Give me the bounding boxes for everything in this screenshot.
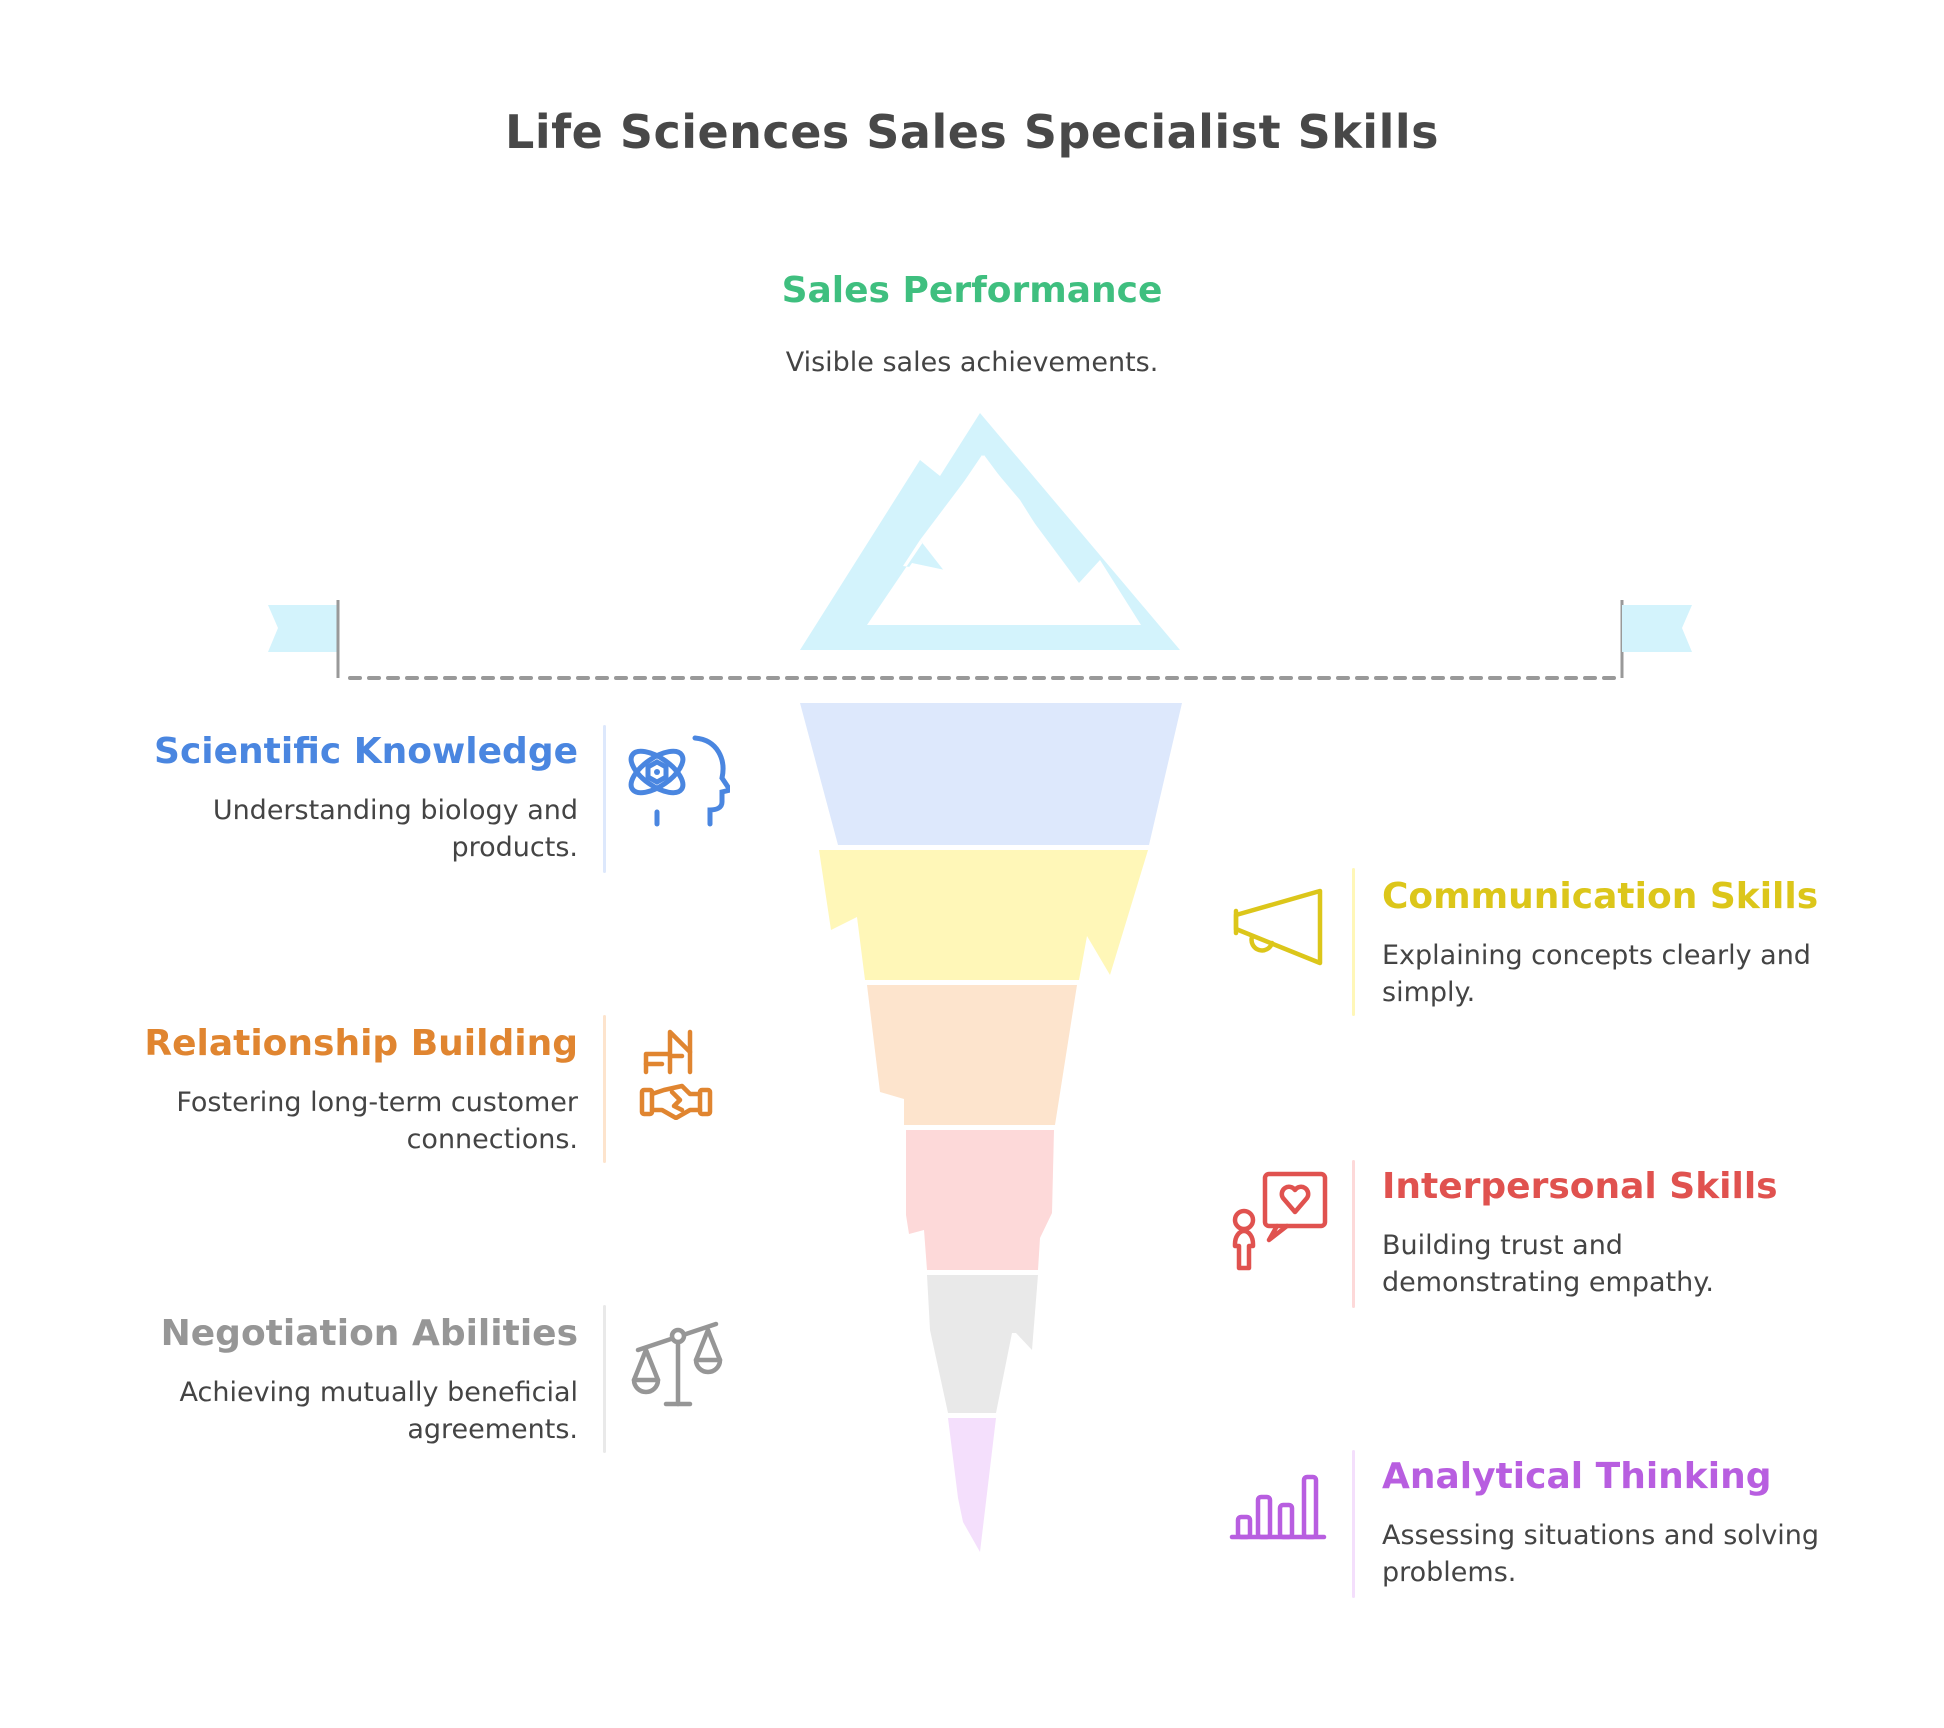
left-flag-icon [268,605,338,652]
skill-heading: Interpersonal Skills [1382,1166,1778,1207]
skill-interpersonal-skills: Interpersonal Skills Building trust and … [1382,1165,1942,1301]
divider [603,725,606,873]
divider [603,1015,606,1163]
skill-heading: Analytical Thinking [1382,1456,1772,1497]
layer-communication-skills [819,850,1148,980]
iceberg-peak-icon [800,413,1180,650]
skill-communication-skills: Communication Skills Explaining concepts… [1382,875,1942,1011]
layer-negotiation-abilities [927,1275,1038,1413]
skill-description: Explaining concepts clearly and simply. [1382,940,1811,1008]
skill-heading: Negotiation Abilities [160,1313,578,1354]
layer-scientific-knowledge [800,703,1182,845]
handshake-building-icon [639,1029,713,1120]
skill-analytical-thinking: Analytical Thinking Assessing situations… [1382,1455,1942,1591]
waterline [268,600,1692,680]
skill-heading: Scientific Knowledge [154,731,578,772]
scales-icon [631,1321,723,1407]
divider [1352,1450,1355,1598]
skill-relationship-building: Relationship Building Fostering long-ter… [18,1022,578,1158]
page-title: Life Sciences Sales Specialist Skills [505,105,1439,159]
skill-negotiation-abilities: Negotiation Abilities Achieving mutually… [18,1312,578,1448]
sales-performance-description: Visible sales achievements. [785,347,1159,378]
skill-description: Building trust and demonstrating empathy… [1382,1230,1714,1298]
layer-relationship-building [867,985,1077,1125]
divider [1352,868,1355,1016]
skill-scientific-knowledge: Scientific Knowledge Understanding biolo… [18,730,578,866]
person-heart-speech-icon [1232,1171,1328,1271]
skill-heading: Communication Skills [1382,876,1819,917]
skill-description: Fostering long-term customer connections… [176,1087,578,1155]
skill-description: Assessing situations and solving problem… [1382,1520,1820,1588]
divider [603,1305,606,1453]
sales-performance-heading: Sales Performance [781,270,1163,311]
skill-heading: Relationship Building [144,1023,578,1064]
skill-description: Understanding biology and products. [212,795,578,863]
layer-analytical-thinking [948,1418,996,1552]
skill-description: Achieving mutually beneficial agreements… [179,1377,578,1445]
atom-head-icon [628,735,730,827]
layer-interpersonal-skills [906,1130,1054,1270]
megaphone-icon [1233,888,1323,966]
right-flag-icon [1622,605,1692,652]
bar-chart-icon [1229,1474,1327,1540]
divider [1352,1160,1355,1308]
